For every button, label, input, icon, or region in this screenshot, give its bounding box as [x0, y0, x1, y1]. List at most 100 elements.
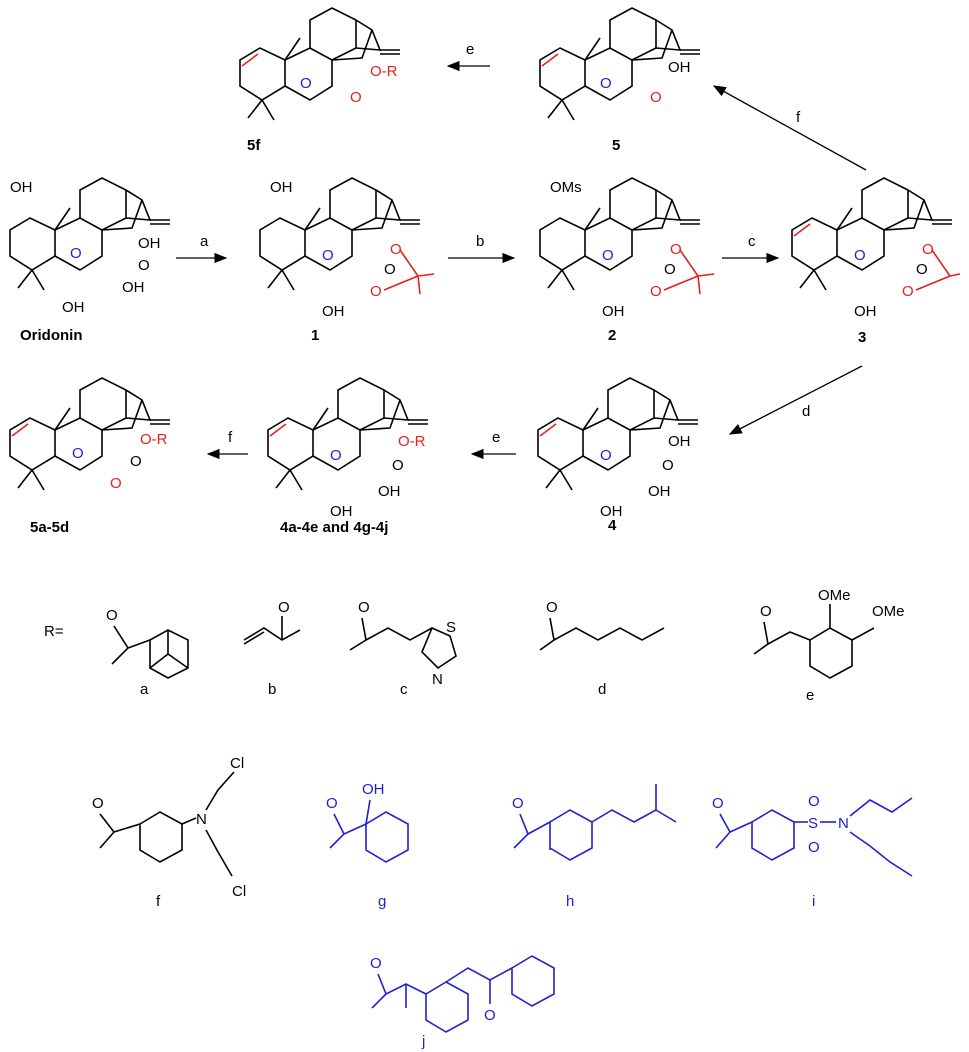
svg-text:O: O	[916, 261, 928, 278]
svg-text:N: N	[838, 815, 849, 832]
svg-text:f: f	[156, 893, 161, 910]
svg-text:O: O	[330, 447, 342, 464]
svg-text:O: O	[72, 445, 84, 462]
compound-5f-structure: O O-R O	[239, 7, 401, 121]
svg-text:OH: OH	[10, 179, 33, 196]
svg-text:OH: OH	[668, 59, 691, 76]
r-group-c: O S N c	[349, 599, 457, 698]
svg-text:O: O	[902, 283, 914, 300]
svg-text:O: O	[138, 257, 150, 274]
svg-text:O: O	[808, 839, 820, 856]
svg-text:OH: OH	[122, 279, 145, 296]
svg-text:O-R: O-R	[398, 433, 426, 450]
svg-text:O: O	[760, 603, 772, 620]
step-f-mid: f	[228, 429, 233, 446]
svg-text:O-R: O-R	[140, 431, 168, 448]
svg-text:Cl: Cl	[232, 883, 246, 900]
label-oridonin: Oridonin	[20, 327, 83, 344]
svg-text:OH: OH	[62, 299, 85, 316]
svg-text:OH: OH	[322, 303, 345, 320]
atom-or-5f: O-R	[370, 63, 398, 80]
svg-text:O: O	[650, 89, 662, 106]
svg-text:S: S	[446, 619, 456, 636]
svg-text:OH: OH	[270, 179, 293, 196]
svg-text:OH: OH	[330, 503, 353, 520]
svg-text:OMs: OMs	[550, 179, 582, 196]
label-5: 5	[612, 137, 620, 154]
svg-text:O: O	[546, 599, 558, 616]
r-group-h: O h	[512, 784, 677, 910]
label-2: 2	[608, 327, 616, 344]
compound-4ae-structure: O O-R O OH OH	[267, 377, 429, 520]
r-group-e: O OMe OMe e	[753, 587, 905, 704]
svg-text:O: O	[600, 447, 612, 464]
svg-text:j: j	[421, 1033, 425, 1050]
step-e-mid: e	[492, 429, 500, 446]
svg-text:O: O	[370, 955, 382, 972]
step-b: b	[476, 233, 484, 250]
svg-text:OH: OH	[648, 483, 671, 500]
arrow-d	[728, 365, 863, 435]
compound-5-structure: O OH O	[539, 7, 701, 121]
svg-text:O: O	[70, 245, 82, 262]
step-c: c	[748, 233, 756, 250]
compound-4-structure: O OH O OH OH	[537, 377, 699, 520]
svg-text:O: O	[484, 1007, 496, 1024]
svg-text:O: O	[512, 795, 524, 812]
step-e-top: e	[466, 41, 474, 58]
r-group-j: O O j	[370, 955, 555, 1050]
svg-text:O: O	[602, 247, 614, 264]
svg-text:O: O	[384, 261, 396, 278]
svg-text:OMe: OMe	[818, 587, 851, 604]
step-d: d	[802, 403, 810, 420]
svg-text:O: O	[130, 453, 142, 470]
label-1: 1	[311, 327, 319, 344]
compound-5ad-structure: O O-R O O	[9, 377, 171, 492]
svg-text:OH: OH	[854, 303, 877, 320]
arrow-f-top	[712, 85, 867, 171]
svg-text:O: O	[110, 475, 122, 492]
label-4a-4j: 4a-4e and 4g-4j	[280, 519, 388, 536]
step-f-top: f	[796, 109, 801, 126]
svg-text:S: S	[808, 815, 818, 832]
svg-text:O: O	[390, 241, 402, 258]
compound-oridonin-structure: OH O OH O OH OH	[9, 177, 171, 316]
svg-text:O: O	[664, 261, 676, 278]
svg-text:c: c	[400, 681, 408, 698]
svg-text:b: b	[268, 681, 276, 698]
svg-text:O: O	[392, 457, 404, 474]
svg-text:O: O	[92, 795, 104, 812]
svg-text:O: O	[358, 599, 370, 616]
svg-text:O: O	[350, 89, 362, 106]
r-group-d: O d	[539, 599, 665, 698]
svg-text:N: N	[196, 811, 207, 828]
svg-text:O: O	[712, 795, 724, 812]
svg-text:O: O	[370, 283, 382, 300]
svg-text:O: O	[650, 283, 662, 300]
r-group-f: O N Cl Cl f	[92, 755, 246, 910]
svg-text:OH: OH	[668, 433, 691, 450]
svg-text:O: O	[922, 241, 934, 258]
svg-text:e: e	[806, 687, 814, 704]
svg-text:a: a	[140, 681, 149, 698]
svg-text:O: O	[808, 793, 820, 810]
r-group-i: O S O O N i	[712, 793, 913, 910]
compound-2-structure: OMs O O O O OH	[539, 177, 715, 320]
svg-text:OH: OH	[362, 781, 385, 798]
r-group-b: O b	[243, 599, 301, 698]
svg-text:O: O	[670, 241, 682, 258]
svg-text:N: N	[432, 671, 443, 688]
svg-text:d: d	[598, 681, 606, 698]
svg-text:g: g	[378, 893, 386, 910]
compound-3-structure: O O O O OH	[791, 177, 961, 320]
svg-text:Cl: Cl	[230, 755, 244, 772]
r-group-a: O a	[106, 607, 189, 698]
svg-text:O: O	[600, 75, 612, 92]
svg-text:O: O	[854, 247, 866, 264]
svg-text:O: O	[662, 457, 674, 474]
svg-text:OMe: OMe	[872, 603, 905, 620]
svg-text:h: h	[566, 893, 574, 910]
svg-text:O: O	[278, 599, 290, 616]
svg-text:OH: OH	[378, 483, 401, 500]
